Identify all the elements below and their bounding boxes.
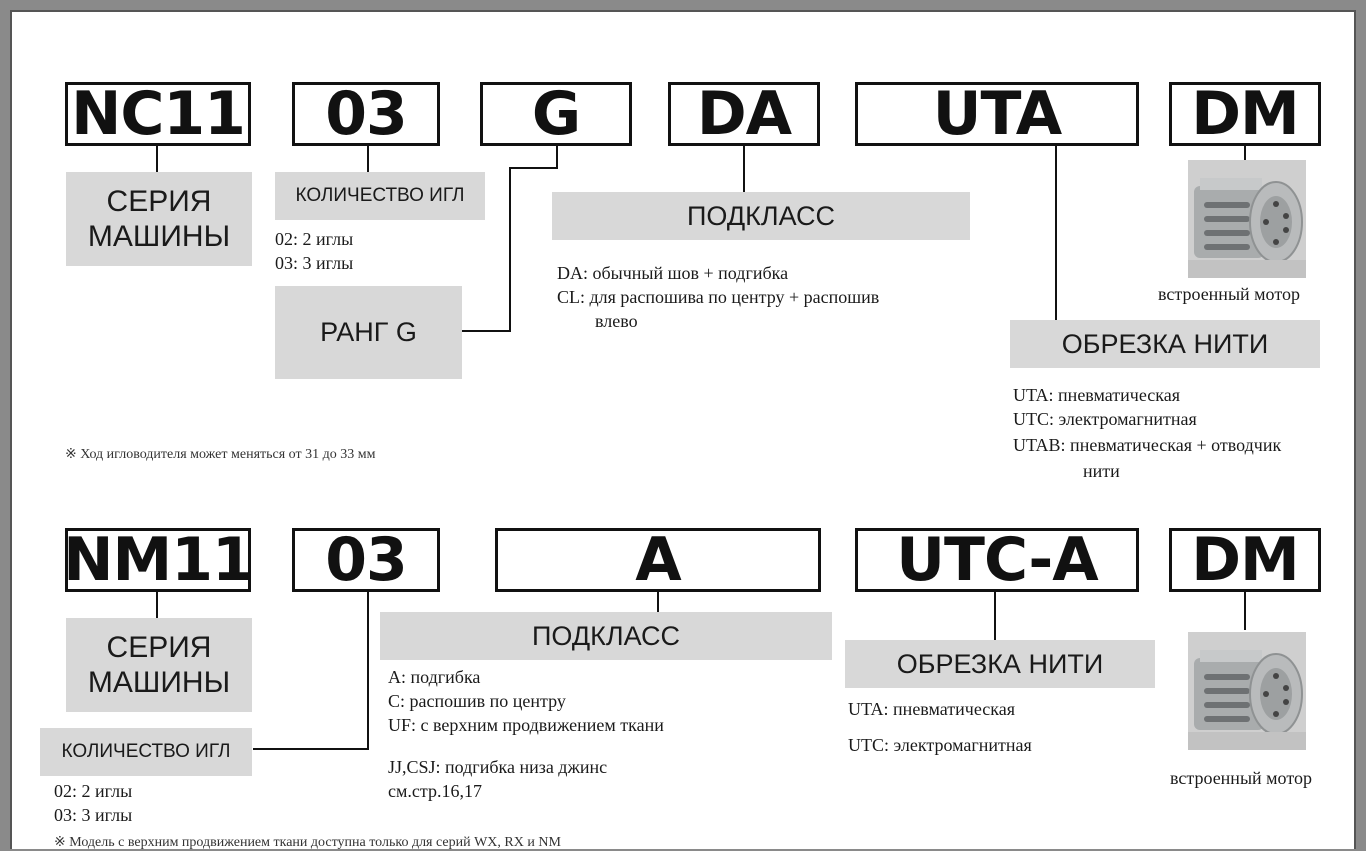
connector (156, 592, 158, 618)
trimmer-utc-bottom: UTC: электромагнитная (848, 735, 1032, 755)
subclass-uf-bottom: UF: с верхним продвижением ткани (388, 715, 664, 735)
code-rank-top: G (480, 82, 632, 146)
code-subclass-bottom: A (495, 528, 821, 592)
subclass-label-bottom: ПОДКЛАСС (380, 612, 832, 660)
connector (509, 167, 511, 332)
connector (994, 592, 996, 640)
motor-caption-top: встроенный мотор (1158, 284, 1300, 304)
subclass-da-top: DA: обычный шов + подгибка (557, 263, 789, 283)
connector (253, 748, 369, 750)
motor-caption-bottom: встроенный мотор (1170, 768, 1312, 788)
code-trimmer-bottom: UTC-A (855, 528, 1139, 592)
connector (1055, 146, 1057, 322)
trimmer-label-bottom: ОБРЕЗКА НИТИ (845, 640, 1155, 688)
connector (509, 167, 558, 169)
code-motor-top: DM (1169, 82, 1321, 146)
series-line2: МАШИНЫ (87, 220, 231, 253)
subclass-jj-bottom: JJ,CSJ: подгибка низа джинс (388, 757, 608, 777)
subclass-cl-top: CL: для распошива по центру + распошив (557, 287, 880, 307)
connector (1244, 592, 1246, 630)
connector (462, 330, 511, 332)
series-label-bottom: СЕРИЯ МАШИНЫ (66, 618, 252, 712)
motor-image-top (1188, 160, 1306, 278)
connector (367, 146, 369, 182)
needles-02-top: 02: 2 иглы (275, 229, 354, 249)
needles-03-bottom: 03: 3 иглы (54, 805, 133, 825)
trimmer-label-top: ОБРЕЗКА НИТИ (1010, 320, 1320, 368)
code-series-top: NC11 (65, 82, 251, 146)
connector (556, 146, 558, 168)
needles-label-top: КОЛИЧЕСТВО ИГЛ (275, 172, 485, 220)
footnote-bottom: ※ Модель с верхним продвижением ткани до… (54, 835, 561, 850)
series-line1: СЕРИЯ (106, 631, 212, 664)
code-trimmer-top: UTA (855, 82, 1139, 146)
subclass-label-top: ПОДКЛАСС (552, 192, 970, 240)
rank-label-top: РАНГ G (275, 286, 462, 379)
trimmer-utc-top: UTC: электромагнитная (1013, 409, 1197, 429)
connector (367, 592, 369, 750)
series-line1: СЕРИЯ (106, 185, 212, 218)
connector (743, 146, 745, 194)
connector (156, 146, 158, 180)
subclass-a-bottom: A: подгибка (388, 667, 481, 687)
subclass-c-bottom: C: распошив по центру (388, 691, 566, 711)
needles-02-bottom: 02: 2 иглы (54, 781, 133, 801)
code-needles-top: 03 (292, 82, 440, 146)
series-label-top: СЕРИЯ МАШИНЫ (66, 172, 252, 266)
series-line2: МАШИНЫ (87, 666, 231, 699)
code-motor-bottom: DM (1169, 528, 1321, 592)
trimmer-utab-top: UTAB: пневматическая + отводчик (1013, 435, 1282, 455)
code-series-bottom: NM11 (63, 525, 254, 595)
needles-03-top: 03: 3 иглы (275, 253, 354, 273)
trimmer-utab-top-cont: нити (1083, 461, 1120, 481)
trimmer-uta-top: UTA: пневматическая (1013, 385, 1181, 405)
code-subclass-top: DA (668, 82, 820, 146)
needles-label-bottom: КОЛИЧЕСТВО ИГЛ (40, 728, 252, 776)
footnote-top: ※ Ход игловодителя может меняться от 31 … (65, 447, 376, 462)
motor-image-bottom (1188, 632, 1306, 750)
spec-sheet: NC11 03 G DA UTA DM СЕРИЯ МАШИНЫ КОЛИЧЕС… (10, 10, 1356, 850)
connector (657, 592, 659, 612)
subclass-cl-top-cont: влево (595, 311, 638, 331)
trimmer-uta-bottom: UTA: пневматическая (848, 699, 1016, 719)
code-needles-bottom: 03 (292, 528, 440, 592)
subclass-jj-bottom-cont: см.стр.16,17 (388, 781, 482, 801)
